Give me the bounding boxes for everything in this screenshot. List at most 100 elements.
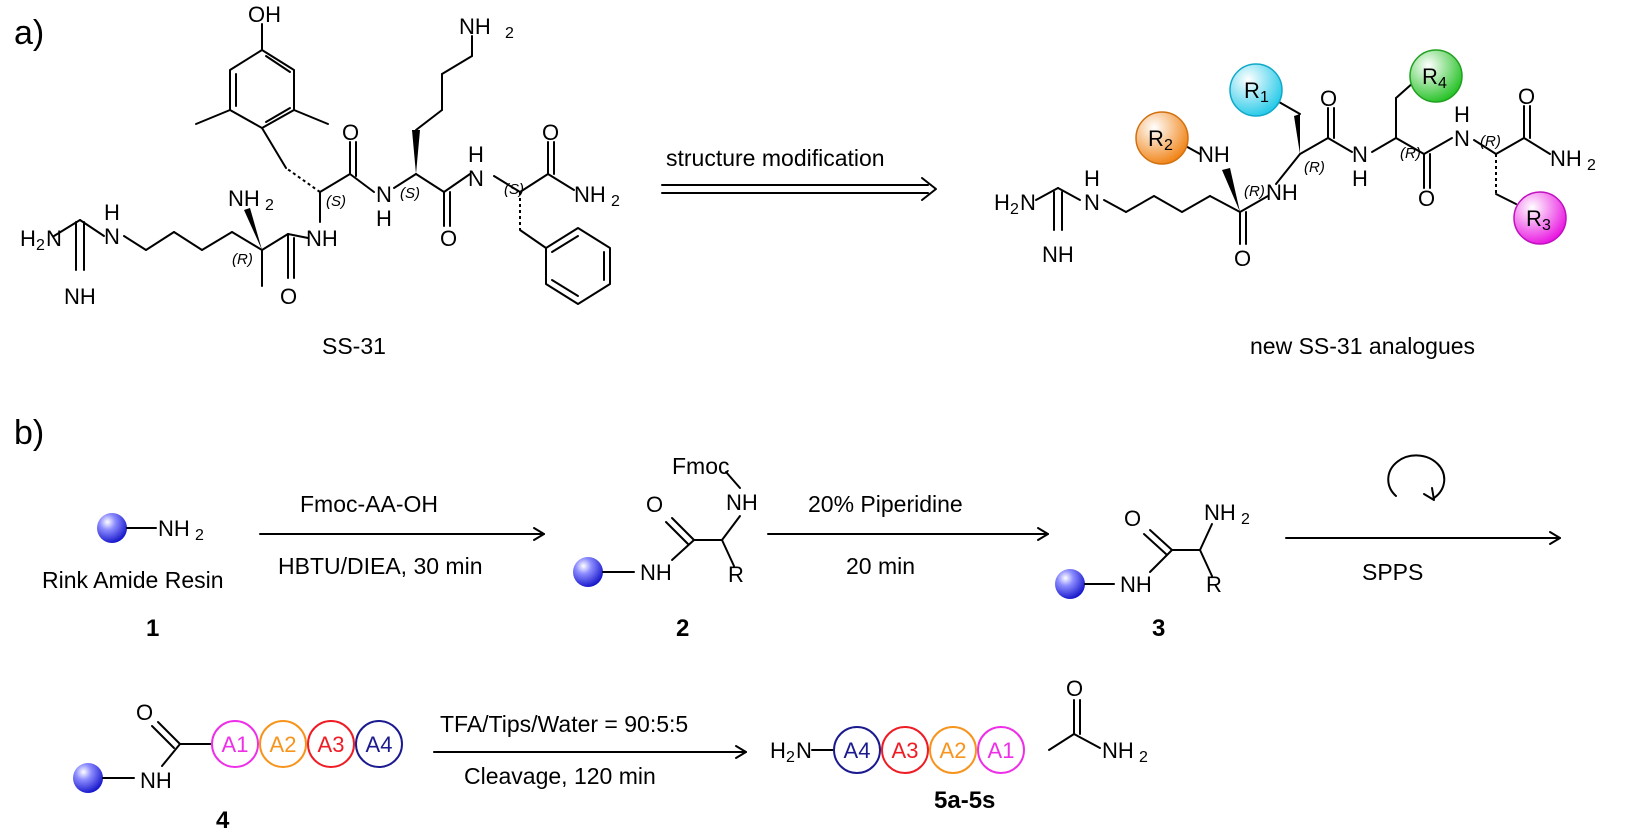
c2-nh: NH — [640, 560, 672, 585]
an-guan-nh: NH — [1042, 242, 1074, 267]
an-guan-n: N — [1084, 190, 1100, 215]
an-o2: O — [1320, 86, 1337, 111]
an-r2-nh: NH — [1198, 142, 1230, 167]
c4-o: O — [136, 700, 153, 725]
resin-bead — [1055, 569, 1085, 599]
an-nh2-n: N — [1352, 142, 1368, 167]
step4-reagent: TFA/Tips/Water = 90:5:5 — [440, 711, 688, 737]
c5-a4-circle — [833, 726, 881, 774]
ss31-stereo-s2: (S) — [400, 185, 420, 202]
ss31-oh: OH — [248, 2, 281, 27]
r1-group-circle — [1229, 63, 1283, 117]
r3-letter: R — [1526, 206, 1542, 231]
an-nh3-n: N — [1454, 126, 1470, 151]
c4-a2-circle — [259, 720, 307, 768]
spps-cycle-icon — [1387, 454, 1446, 501]
resin-bead — [97, 513, 127, 543]
c5-a3-label: A3 — [892, 738, 919, 763]
step1-reagent: Fmoc-AA-OH — [300, 491, 438, 517]
an-nh2-h: H — [1352, 166, 1368, 191]
ss31-nh2-n: N — [376, 182, 392, 207]
an-nh3-h: H — [1454, 102, 1470, 127]
ss31-stereo-s1: (S) — [326, 193, 346, 210]
ss31-nh3-n: N — [468, 166, 484, 191]
ss31-cterm-nh2-sub: 2 — [611, 193, 620, 210]
compound-5-label: 5a-5s — [934, 787, 995, 814]
c5-nh2: NH — [1102, 738, 1134, 763]
an-stereo-r1: (R) — [1244, 183, 1265, 200]
compound-2-label: 2 — [676, 615, 689, 642]
an-stereo-r3: (R) — [1400, 145, 1421, 162]
resin-nh2: NH — [158, 516, 190, 541]
r3-sub: 3 — [1542, 217, 1551, 234]
ss31-stereo-r: (R) — [232, 251, 253, 268]
step3-label: SPPS — [1362, 559, 1423, 585]
panel-b-label: b) — [14, 414, 44, 452]
c5-h2n-n: N — [796, 738, 812, 763]
ss31-o3: O — [440, 226, 457, 251]
c3-nh2-sub: 2 — [1241, 511, 1250, 528]
ss31-o1: O — [280, 284, 297, 309]
resin-bead — [73, 763, 103, 793]
c5-a2-label: A2 — [940, 738, 967, 763]
an-stereo-r2: (R) — [1304, 159, 1325, 176]
c2-r: R — [728, 562, 744, 587]
ss31-h2n-h: H — [20, 226, 36, 251]
step4-conditions: Cleavage, 120 min — [464, 763, 656, 789]
ss31-arg-nh2-sub: 2 — [265, 197, 274, 214]
modification-arrow-label: structure modification — [666, 145, 885, 171]
compound-3-structure: NH O NH 2 R — [1055, 500, 1250, 599]
c5-a1-circle — [977, 726, 1025, 774]
r4-sub: 4 — [1438, 75, 1447, 92]
c5-h2n-sub: 2 — [786, 749, 795, 766]
c3-r: R — [1206, 572, 1222, 597]
step2-reagent: 20% Piperidine — [808, 491, 963, 517]
c5-a4-label: A4 — [844, 738, 871, 763]
ss31-nh3-h: H — [468, 142, 484, 167]
an-cterm-nh2-sub: 2 — [1587, 157, 1596, 174]
c5-a1-label: A1 — [988, 738, 1015, 763]
resin-name: Rink Amide Resin — [42, 567, 224, 593]
modification-arrow — [661, 177, 937, 201]
ss31-cterm-nh2: NH — [574, 182, 606, 207]
resin-bead — [573, 557, 603, 587]
an-o4: O — [1518, 84, 1535, 109]
panel-a-label: a) — [14, 14, 44, 52]
an-o1: O — [1234, 246, 1251, 271]
an-h2n-sub: 2 — [1010, 201, 1019, 218]
compound-1-label: 1 — [146, 615, 159, 642]
ss31-name: SS-31 — [322, 333, 386, 359]
ss31-o4: O — [542, 120, 559, 145]
c3-o: O — [1124, 506, 1141, 531]
an-h2n-h: H — [994, 190, 1010, 215]
c4-a1-circle — [211, 720, 259, 768]
r1-sub: 1 — [1260, 89, 1269, 106]
ss31-guan-nh: NH — [64, 284, 96, 309]
step1-arrow — [259, 527, 545, 541]
compound-4-label: 4 — [216, 807, 230, 834]
c4-a3-label: A3 — [318, 732, 345, 757]
r2-sub: 2 — [1164, 137, 1173, 154]
c4-a3-circle — [307, 720, 355, 768]
c5-o: O — [1066, 676, 1083, 701]
c3-nh: NH — [1120, 572, 1152, 597]
r4-letter: R — [1422, 64, 1438, 89]
c2-o: O — [646, 492, 663, 517]
an-h2n-n: N — [1020, 190, 1036, 215]
c3-nh2: NH — [1204, 500, 1236, 525]
step4-arrow — [433, 745, 747, 759]
r2-letter: R — [1148, 126, 1164, 151]
an-stereo-r4: (R) — [1480, 133, 1501, 150]
ss31-o2: O — [342, 120, 359, 145]
analogue-structure: R 1 R 2 R 3 R 4 H 2 N H N NH NH O NH O N… — [994, 49, 1596, 271]
compound-2-structure: NH O NH Fmoc R — [573, 453, 758, 587]
c2-fmoc-nh: NH — [726, 490, 758, 515]
r2-group-circle — [1135, 111, 1189, 165]
c5-h2n-h: H — [770, 738, 786, 763]
an-cterm-nh2: NH — [1550, 146, 1582, 171]
ss31-guan-h: H — [104, 200, 120, 225]
c4-a1-label: A1 — [222, 732, 249, 757]
